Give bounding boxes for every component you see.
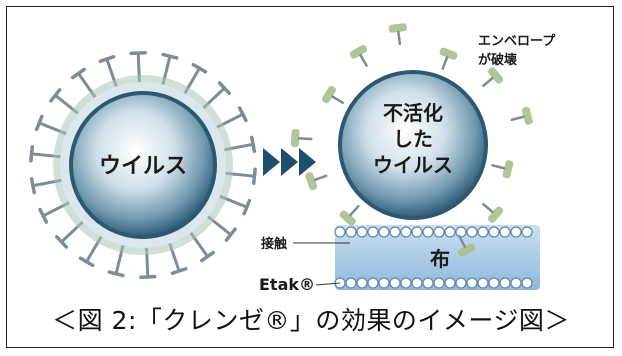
envelope-fragment <box>339 204 360 226</box>
envelope-label: エンベロープ が破壊 <box>478 34 556 68</box>
fabric-bead <box>389 277 401 289</box>
fabric-bead <box>499 277 511 289</box>
fabric-bead <box>455 277 467 289</box>
fabric-bead <box>499 226 511 238</box>
fabric-bead <box>356 277 368 289</box>
fabric-bead <box>477 226 489 238</box>
fabric-bead <box>521 277 533 289</box>
fabric-bead <box>444 277 456 289</box>
fabric-bead <box>466 226 478 238</box>
transition-arrows <box>263 148 316 176</box>
envelope-fragment <box>457 234 476 257</box>
fabric-bead <box>389 226 401 238</box>
fabric-bead <box>444 226 456 238</box>
fabric-beads-top <box>334 226 533 238</box>
figure-caption: ＜図 2:「クレンゼ®」の効果のイメージ図＞ <box>52 306 570 335</box>
fabric-bead <box>400 226 412 238</box>
fabric-bead <box>356 226 368 238</box>
fabric-bead <box>422 226 434 238</box>
envelope-fragment <box>439 47 458 70</box>
fabric-bead <box>345 277 357 289</box>
fabric-bead <box>433 226 445 238</box>
envelope-label-line-1: エンベロープ <box>478 34 556 49</box>
etak-label: Etak® <box>259 275 315 294</box>
envelope-fragment <box>482 203 504 223</box>
envelope-fragment <box>322 85 344 104</box>
left-virus-label: ウイルス <box>99 154 187 179</box>
fabric-bead <box>488 277 500 289</box>
etak-leader-line <box>315 282 341 286</box>
right-virus: 不活化 した ウイルス <box>338 70 488 220</box>
envelope-fragment <box>349 44 368 67</box>
fabric-bead <box>433 277 445 289</box>
contact-callout: 接触 <box>261 236 350 252</box>
fabric-bead <box>455 226 467 238</box>
fabric-bead <box>411 226 423 238</box>
envelope-fragment <box>510 106 533 125</box>
arrow-1-icon <box>263 148 280 176</box>
fabric-bead <box>334 226 346 238</box>
fabric-bead <box>367 226 379 238</box>
fabric-bead <box>477 277 489 289</box>
fabric-bead <box>521 226 533 238</box>
arrow-3-icon <box>299 148 316 176</box>
fabric-bead <box>378 277 390 289</box>
right-virus-label-line-2: した <box>393 127 433 151</box>
fabric-bead <box>378 226 390 238</box>
fabric-label: 布 <box>430 247 450 271</box>
right-virus-label-line-1: 不活化 <box>383 101 443 125</box>
right-virus-label-line-3: ウイルス <box>373 153 453 177</box>
fabric-bead <box>488 226 500 238</box>
fabric-bead <box>510 226 522 238</box>
etak-callout: Etak® <box>259 275 341 294</box>
figure-frame <box>6 6 614 348</box>
fabric-bead <box>422 277 434 289</box>
fabric-bead <box>510 277 522 289</box>
envelope-debris <box>290 23 533 257</box>
envelope-fragment <box>305 172 328 191</box>
fabric-bead <box>400 277 412 289</box>
contact-label: 接触 <box>261 236 287 252</box>
envelope-fragment <box>388 23 407 46</box>
arrow-2-icon <box>281 148 298 176</box>
fabric-layer: 布 <box>334 225 540 290</box>
left-virus: ウイルス <box>53 75 233 255</box>
fabric-bead <box>345 226 357 238</box>
envelope-fragment <box>482 67 504 87</box>
envelope-fragment <box>290 129 313 148</box>
envelope-fragment <box>491 160 514 179</box>
fabric-bead <box>466 277 478 289</box>
fabric-bead <box>411 277 423 289</box>
fabric-beads-bottom <box>334 277 533 289</box>
fabric-bead <box>367 277 379 289</box>
envelope-label-line-2: が破壊 <box>478 52 518 68</box>
